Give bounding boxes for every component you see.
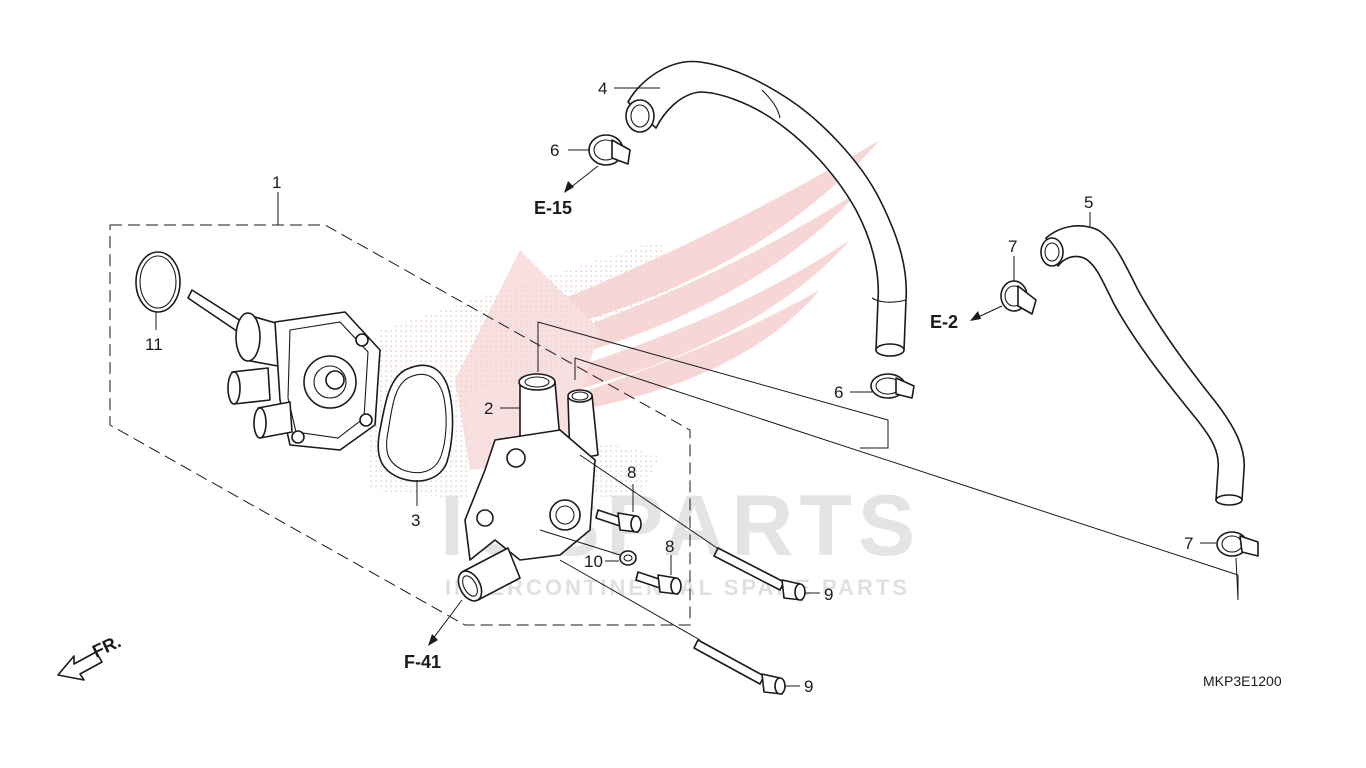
- part-2-pump-cover: [457, 373, 599, 602]
- leader-2-to-hose-4: [537, 321, 889, 449]
- diagram-code: MKP3E1200: [1203, 673, 1282, 689]
- callout-7b: 7: [1184, 534, 1193, 553]
- part-4-water-hose: [625, 60, 908, 357]
- callout-9b: 9: [804, 677, 813, 696]
- ref-f41: F-41: [404, 652, 441, 672]
- callout-5: 5: [1084, 193, 1093, 212]
- callout-9a: 9: [824, 585, 833, 604]
- assembly-1-outline: [109, 224, 691, 626]
- f41-arrow-line: [431, 599, 463, 641]
- e15-arrowhead: [564, 181, 574, 193]
- ref-e2: E-2: [930, 312, 958, 332]
- e2-arrowhead: [970, 311, 981, 321]
- part-1-water-pump: [187, 289, 381, 451]
- bolt-9-upper-axis: [579, 454, 721, 551]
- part-9-bolt-lower: [693, 639, 786, 695]
- callout-10: 10: [584, 552, 603, 571]
- callout-6a: 6: [550, 141, 559, 160]
- callout-8a: 8: [627, 463, 636, 482]
- e2-arrow-line: [975, 305, 1003, 319]
- washer-axis: [539, 529, 621, 556]
- f41-arrowhead: [428, 634, 438, 646]
- part-8-bolt-lower: [635, 571, 682, 595]
- callout-7a: 7: [1008, 237, 1017, 256]
- e15-arrow-line: [569, 165, 599, 189]
- ref-e15: E-15: [534, 198, 572, 218]
- part-8-bolt-upper: [595, 509, 642, 533]
- callout-8b: 8: [665, 537, 674, 556]
- callout-2: 2: [484, 399, 493, 418]
- part-5-water-hose: [1040, 225, 1246, 506]
- callout-11: 11: [145, 335, 163, 354]
- callout-6b: 6: [834, 383, 843, 402]
- part-7-clamp-upper: [1000, 280, 1037, 315]
- callout-1: 1: [272, 173, 281, 192]
- part-9-bolt-upper: [713, 547, 806, 601]
- leader-7b-down: [1235, 557, 1239, 601]
- bolt-9-lower-axis: [559, 559, 701, 641]
- part-11-o-ring: [135, 251, 181, 313]
- front-arrow-icon: [57, 651, 103, 681]
- part-10-washer: [619, 550, 637, 566]
- callout-4: 4: [598, 79, 607, 98]
- part-6-clamp-upper: [588, 134, 631, 166]
- part-6-clamp-lower: [870, 373, 915, 399]
- part-7-clamp-lower: [1216, 531, 1259, 557]
- part-3-gasket-inner: [385, 373, 447, 474]
- part-3-gasket: [377, 364, 454, 482]
- callout-3: 3: [411, 511, 420, 530]
